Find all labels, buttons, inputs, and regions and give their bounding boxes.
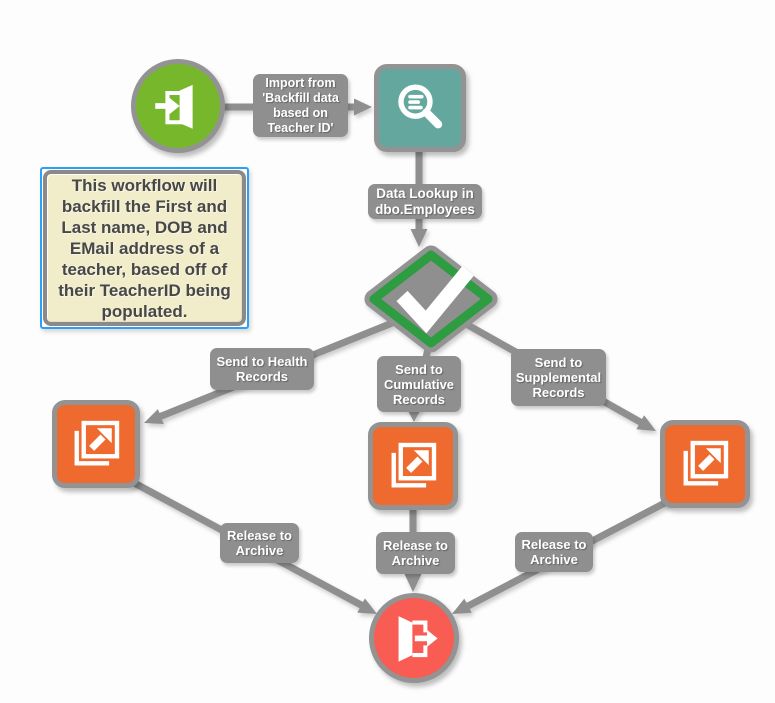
edge-label-send-supplemental[interactable]: Send to Supplemental Records [511, 349, 606, 406]
search-icon [398, 84, 443, 129]
annotation-note[interactable]: This workflow will backfill the First an… [40, 167, 249, 329]
annotation-note-body: This workflow will backfill the First an… [43, 170, 246, 326]
edge-label-data-lookup-text: Data Lookup in dbo.Employees [375, 185, 475, 217]
edge-label-release-supplemental[interactable]: Release to Archive [515, 532, 593, 572]
edge-label-release-health[interactable]: Release to Archive [220, 523, 299, 563]
edge-label-send-health-text: Send to Health Records [216, 354, 308, 384]
edge-label-send-cumulative-text: Send to Cumulative Records [383, 361, 455, 407]
publish-icon [74, 420, 120, 466]
publish-icon [391, 442, 437, 488]
publish-icon [683, 440, 729, 486]
end-node[interactable] [369, 593, 459, 683]
edge-label-import[interactable]: Import from 'Backfill data based on Teac… [253, 74, 348, 137]
data-lookup-node[interactable] [374, 64, 466, 152]
edge-label-send-supplemental-text: Send to Supplemental Records [515, 355, 602, 400]
door-exit-icon [398, 616, 438, 662]
export-supplemental-node[interactable] [660, 420, 750, 508]
edge-label-send-health[interactable]: Send to Health Records [210, 348, 314, 390]
export-health-node[interactable] [52, 400, 140, 488]
door-enter-icon [155, 84, 193, 129]
edge-label-import-text: Import from 'Backfill data based on Teac… [262, 75, 339, 135]
decision-node[interactable] [364, 245, 498, 353]
export-cumulative-node[interactable] [368, 422, 458, 510]
edge-label-release-supplemental-text: Release to Archive [521, 537, 587, 567]
edge-label-release-cumulative[interactable]: Release to Archive [376, 532, 455, 574]
annotation-note-text: This workflow will backfill the First an… [58, 175, 231, 321]
edge-label-data-lookup[interactable]: Data Lookup in dbo.Employees [368, 184, 482, 219]
start-node[interactable] [131, 59, 225, 153]
check-icon [396, 266, 474, 334]
edge-label-send-cumulative[interactable]: Send to Cumulative Records [377, 356, 461, 412]
edge-label-release-cumulative-text: Release to Archive [382, 538, 449, 568]
edge-label-release-health-text: Release to Archive [226, 528, 293, 558]
